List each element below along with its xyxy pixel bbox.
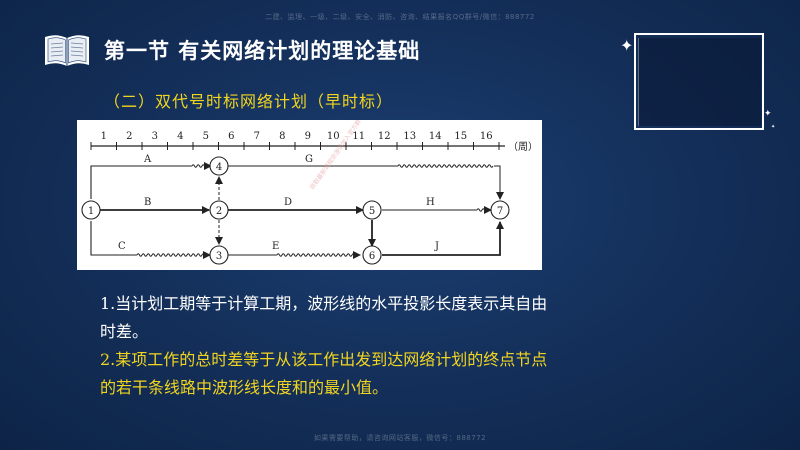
- node-7-circle: [490, 200, 510, 220]
- activity-b-label: B: [144, 197, 151, 208]
- activity-h-wave: [476, 208, 488, 212]
- activity-g-wave: [397, 164, 494, 168]
- node-6-circle: [362, 245, 382, 265]
- page-title: 第一节 有关网络计划的理论基础: [104, 38, 421, 63]
- time-scale-label: 13: [403, 131, 416, 142]
- activity-j-label: J: [434, 241, 439, 252]
- activity-h-label: H: [426, 197, 435, 208]
- activity-c-line: [90, 221, 137, 256]
- node-5-circle: [362, 200, 382, 220]
- time-scale-label: 6: [228, 131, 234, 142]
- decorative-frame: [634, 33, 764, 130]
- time-scale-label: 2: [126, 131, 132, 142]
- node-6-label: 6: [369, 251, 375, 262]
- sparkle-icon: ✦: [764, 109, 772, 119]
- title-row: 第一节 有关网络计划的理论基础: [42, 32, 420, 68]
- node-4-circle: [209, 156, 229, 176]
- time-scale-label: 4: [177, 131, 183, 142]
- time-scale-label: 3: [152, 131, 158, 142]
- bottom-watermark: 如果需要帮助，请咨询网站客服，微信号：888772: [313, 434, 487, 442]
- time-scale-label: 8: [279, 131, 285, 142]
- activity-d-label: D: [284, 197, 292, 208]
- week-label: （周）: [508, 141, 538, 153]
- section-subtitle: （二）双代号时标网络计划（早时标）: [104, 92, 394, 111]
- sparkle-icon: ✦: [771, 124, 776, 130]
- activity-a-label: A: [143, 154, 152, 165]
- activity-g-label: G: [305, 154, 313, 165]
- node-2-circle: [209, 200, 229, 220]
- time-scale-label: 10: [327, 131, 340, 142]
- frame-shadow: [638, 38, 761, 126]
- top-watermark: 二建、监理、一级、二级、安全、消防、咨询、结果报名QQ群号/微信：888772: [265, 13, 535, 21]
- activity-j-line: [382, 221, 504, 256]
- activity-e-label: E: [272, 241, 279, 252]
- time-scale-label: 5: [203, 131, 209, 142]
- time-scale-label: 14: [429, 131, 442, 142]
- node-7-label: 7: [497, 206, 503, 217]
- node-5-label: 5: [369, 206, 375, 217]
- time-scale-label: 15: [454, 131, 467, 142]
- node-3-label: 3: [216, 251, 222, 262]
- time-scale-label: 16: [480, 131, 493, 142]
- sparkle-icon: ✦: [620, 36, 634, 55]
- node-3-circle: [209, 245, 229, 265]
- node-4-label: 4: [216, 162, 222, 173]
- paragraph-2: 2.某项工作的总时差等于从该工作出发到达网络计划的终点节点的若干条线路中波形线长…: [100, 350, 548, 397]
- activity-a-line: [90, 165, 192, 199]
- time-scale-label: 7: [254, 131, 260, 142]
- time-scale-label: 1: [101, 131, 107, 142]
- time-scale-label: 12: [378, 131, 391, 142]
- time-scale-label: 9: [305, 131, 311, 142]
- node-1-circle: [81, 200, 101, 220]
- activity-c-wave: [136, 253, 208, 257]
- activity-c-label: C: [118, 241, 126, 252]
- node-2-label: 2: [216, 206, 222, 217]
- node-1-label: 1: [88, 206, 94, 217]
- activity-g-arrow: [494, 165, 504, 200]
- activity-a-wave: [191, 164, 208, 168]
- time-scale-label: 11: [352, 131, 365, 142]
- activity-e-wave: [276, 253, 358, 257]
- book-icon: [45, 35, 89, 66]
- paragraph-1: 1.当计划工期等于计算工期，波形线的水平投影长度表示其自由时差。: [100, 294, 548, 341]
